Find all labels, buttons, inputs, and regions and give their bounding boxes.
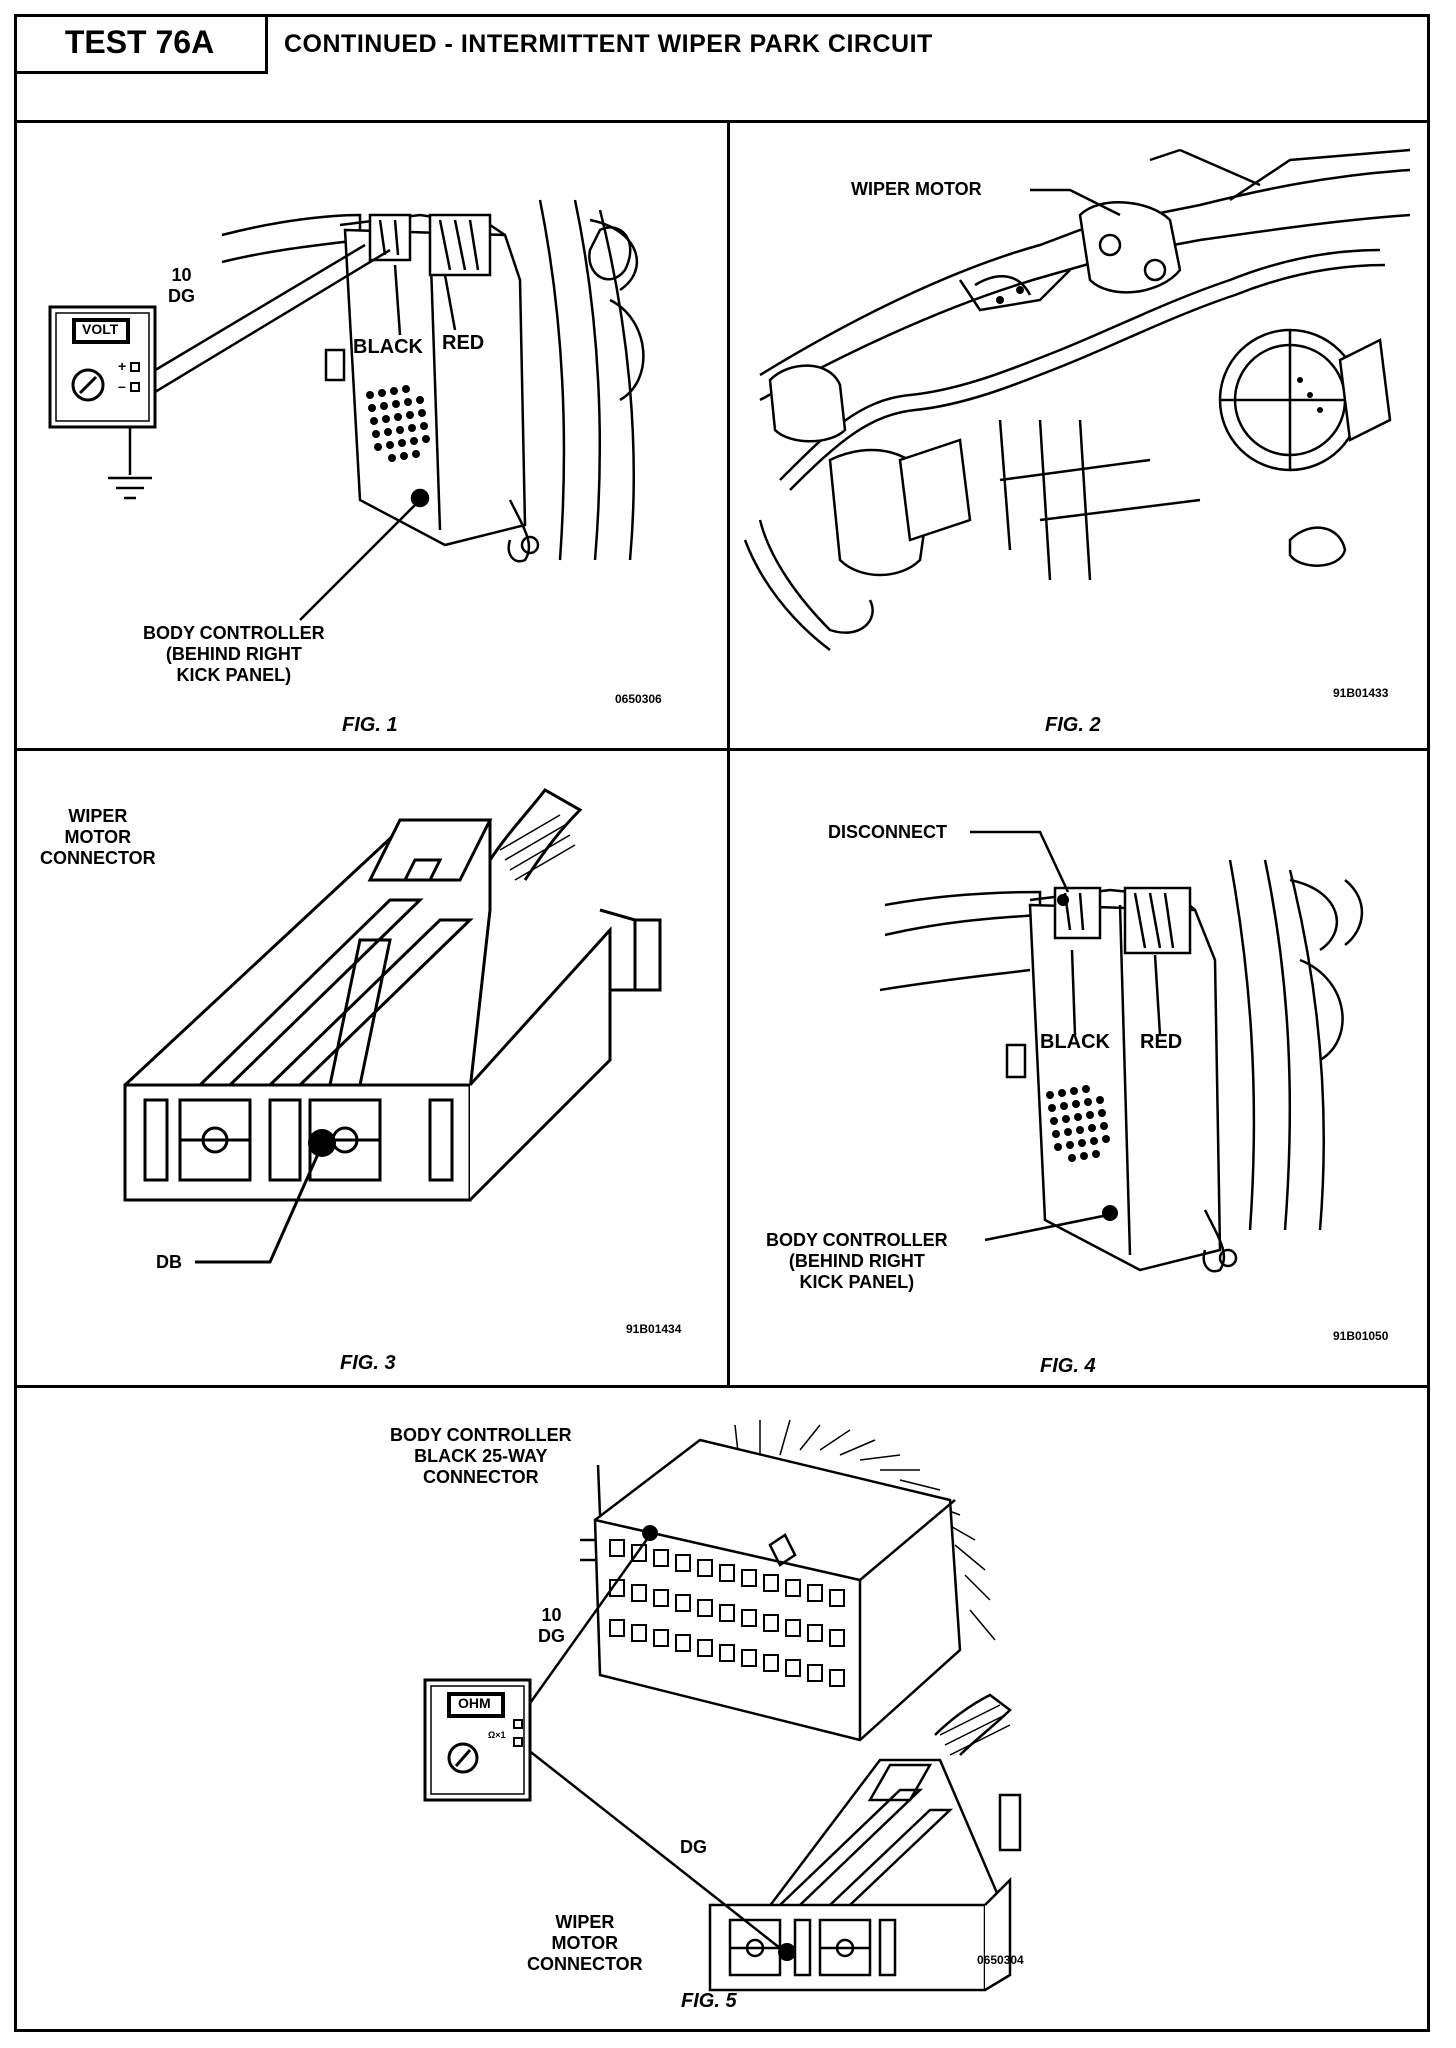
fig4-module-line2: (BEHIND RIGHT	[788, 1251, 925, 1271]
fig5-wiper-motor-connector-label: WIPER MOTOR CONNECTOR	[527, 1912, 643, 1975]
fig4-disconnect-label: DISCONNECT	[828, 822, 948, 842]
fig1-module-line1: BODY CONTROLLER	[143, 623, 325, 643]
fig3-caption: FIG. 3	[340, 1352, 396, 1374]
fig3-title-line1: WIPER	[68, 806, 128, 826]
fig4-red-label: RED	[1140, 1031, 1183, 1053]
fig5-motor-line1: WIPER	[555, 1912, 615, 1932]
fig1-wire-gauge-line2: DG	[168, 286, 195, 306]
ohmmeter-icon	[423, 1678, 532, 1802]
fig4-black-label: BLACK	[1040, 1031, 1110, 1053]
test-id-box: TEST 76A	[14, 14, 268, 74]
fig3-title: WIPER MOTOR CONNECTOR	[40, 806, 156, 869]
fig4-body-controller-label: BODY CONTROLLER (BEHIND RIGHT KICK PANEL…	[766, 1230, 948, 1293]
row2-divider	[14, 1385, 1430, 1388]
fig1-wire-gauge-line1: 10	[171, 265, 192, 285]
fig4-module-line1: BODY CONTROLLER	[766, 1230, 948, 1250]
fig5-connector-line2: BLACK 25-WAY	[414, 1446, 548, 1466]
fig1-meter-label: VOLT	[82, 321, 119, 337]
fig4-module-line3: KICK PANEL)	[799, 1272, 915, 1292]
fig5-dg-label: DG	[680, 1837, 707, 1857]
fig3-pin-label: DB	[156, 1252, 182, 1272]
fig5-image-code: 0650304	[977, 1953, 1024, 1967]
fig1-image-code: 0650306	[615, 692, 662, 706]
fig5-meter-label: OHM	[458, 1695, 491, 1711]
fig1-module-line3: KICK PANEL)	[176, 665, 292, 685]
fig3-title-line2: MOTOR	[64, 827, 132, 847]
page-frame	[14, 14, 1430, 2032]
fig3-title-line3: CONNECTOR	[40, 848, 156, 868]
fig1-body-controller-label: BODY CONTROLLER (BEHIND RIGHT KICK PANEL…	[143, 623, 325, 686]
fig1-caption: FIG. 1	[342, 714, 398, 736]
fig1-wire-gauge: 10 DG	[168, 265, 195, 307]
page-title: CONTINUED - INTERMITTENT WIPER PARK CIRC…	[284, 30, 933, 58]
fig1-module-line2: (BEHIND RIGHT	[165, 644, 302, 664]
fig5-motor-line2: MOTOR	[551, 1933, 619, 1953]
fig1-black-label: BLACK	[353, 336, 423, 358]
fig1-meter-minus: –	[118, 378, 126, 394]
fig1-meter-plus: +	[118, 358, 127, 374]
voltmeter-icon	[48, 305, 157, 429]
fig2-caption: FIG. 2	[1045, 714, 1101, 736]
fig3-image-code: 91B01434	[626, 1322, 682, 1336]
fig5-wire-gauge-line2: DG	[538, 1626, 565, 1646]
fig5-connector-title: BODY CONTROLLER BLACK 25-WAY CONNECTOR	[390, 1425, 572, 1488]
fig5-connector-line3: CONNECTOR	[422, 1467, 539, 1487]
header-divider	[14, 120, 1430, 123]
fig1-red-label: RED	[442, 332, 485, 354]
test-id: TEST 76A	[64, 24, 215, 60]
fig5-motor-line3: CONNECTOR	[527, 1954, 643, 1974]
fig4-image-code: 91B01050	[1333, 1329, 1389, 1343]
fig4-caption: FIG. 4	[1040, 1355, 1096, 1377]
fig2-image-code: 91B01433	[1333, 686, 1389, 700]
column-divider	[727, 120, 730, 1386]
row1-divider	[14, 748, 1430, 751]
fig5-meter-range: Ω×1	[488, 1730, 506, 1740]
fig5-caption: FIG. 5	[681, 1990, 737, 2012]
fig5-connector-line1: BODY CONTROLLER	[390, 1425, 572, 1445]
fig5-wire-gauge: 10 DG	[538, 1605, 565, 1647]
fig5-wire-gauge-line1: 10	[541, 1605, 562, 1625]
fig2-wiper-motor-label: WIPER MOTOR	[851, 179, 982, 199]
